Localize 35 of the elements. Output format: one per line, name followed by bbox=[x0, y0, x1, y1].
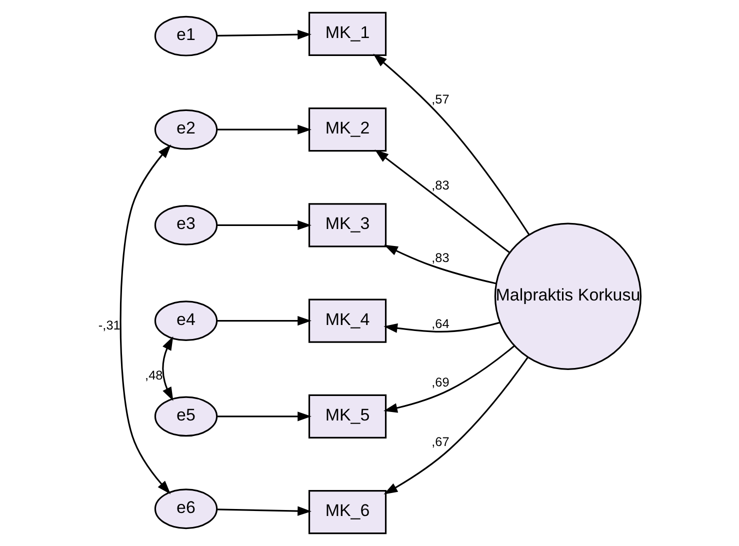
arrow bbox=[217, 124, 312, 134]
arrow bbox=[373, 54, 530, 235]
arrow bbox=[162, 336, 174, 402]
node-box: MK_1 bbox=[308, 12, 387, 56]
arrow bbox=[217, 316, 312, 326]
node-circle: Malpraktis Korkusu bbox=[494, 222, 642, 370]
edge-label: ,83 bbox=[432, 178, 450, 193]
node-box: MK_6 bbox=[308, 490, 387, 534]
arrow bbox=[374, 150, 510, 254]
arrow bbox=[384, 345, 515, 413]
arrow bbox=[217, 412, 312, 422]
edge-label: ,57 bbox=[432, 92, 450, 107]
arrow bbox=[384, 244, 496, 284]
edge-label: ,83 bbox=[432, 250, 450, 265]
edge-label: ,64 bbox=[432, 316, 450, 331]
edge-label: -,31 bbox=[98, 317, 120, 332]
arrow bbox=[384, 322, 500, 333]
node-box: MK_2 bbox=[308, 108, 387, 152]
node-ellipse: e2 bbox=[154, 109, 218, 150]
node-ellipse: e3 bbox=[154, 204, 218, 246]
arrow bbox=[217, 30, 312, 40]
node-box: MK_3 bbox=[308, 203, 387, 248]
node-ellipse: e4 bbox=[154, 300, 218, 342]
edge-label: ,69 bbox=[432, 374, 450, 390]
arrow bbox=[217, 220, 312, 230]
arrow bbox=[384, 356, 529, 494]
node-ellipse: e6 bbox=[154, 488, 218, 530]
node-box: MK_5 bbox=[308, 394, 387, 438]
arrow bbox=[217, 506, 312, 516]
node-ellipse: e1 bbox=[154, 16, 218, 56]
edge-label: ,67 bbox=[432, 434, 450, 449]
node-box: MK_4 bbox=[308, 298, 387, 343]
edge-label: ,48 bbox=[145, 367, 163, 382]
arrow bbox=[120, 144, 172, 494]
node-ellipse: e5 bbox=[154, 396, 218, 437]
